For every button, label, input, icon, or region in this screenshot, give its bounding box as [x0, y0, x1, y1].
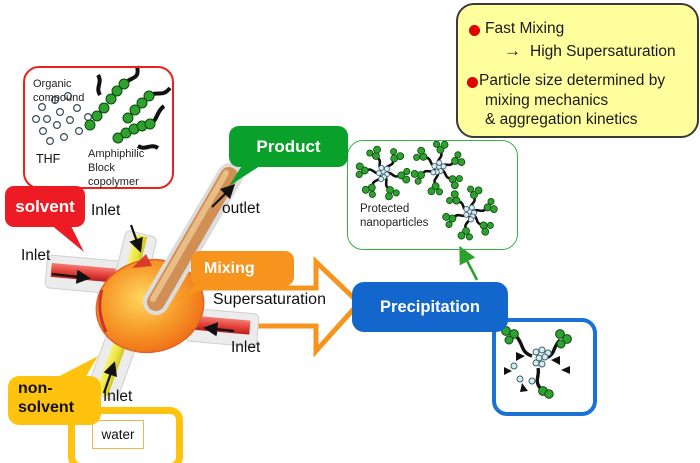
organic-compound-dots: [31, 91, 92, 146]
arrow-right-icon: →: [504, 41, 521, 60]
flow-arrow-left-inlet: [51, 269, 91, 284]
block-copolymer-chains: [84, 65, 172, 150]
vortex-mixer: [44, 163, 260, 401]
inlet-left-label: Inlet: [21, 247, 51, 264]
reagent-box: [23, 66, 174, 189]
key-points-box: Fast Mixing → High Supersaturation Parti…: [456, 3, 699, 138]
inlet-bottom-label: Inlet: [103, 388, 133, 405]
forming-nanoparticle-artwork: [501, 326, 572, 399]
water-label: water: [101, 427, 135, 442]
key-point-particle-size-2: mixing mechanics: [485, 92, 609, 109]
flow-arrow-bottom-inlet: [102, 361, 118, 394]
key-point-fast-mixing: Fast Mixing: [485, 20, 565, 37]
nonsolvent-line1: non-: [18, 380, 53, 397]
flow-arrow-right-inlet: [203, 322, 235, 337]
outlet-label: outlet: [222, 200, 260, 217]
key-point-high-supersaturation: High Supersaturation: [530, 43, 676, 60]
protected-nanoparticles-box: [347, 140, 518, 250]
key-point-particle-size-3: & aggregation kinetics: [485, 111, 638, 128]
mixing-bubble-tail: [173, 284, 216, 303]
bullet-icon: [469, 25, 480, 36]
nonsolvent-line2: solvent: [18, 399, 75, 417]
flow-arrows: [51, 183, 236, 394]
reagent-artwork: [31, 65, 172, 150]
supersaturation-label: Supersaturation: [213, 291, 326, 308]
forming-nanoparticle-box: [492, 318, 597, 416]
inlet-top-label: Inlet: [91, 202, 121, 219]
water-callout-box: [68, 407, 183, 463]
nonsolvent-bubble[interactable]: non- solvent: [8, 376, 101, 425]
flow-arrow-outlet: [211, 183, 236, 208]
protected-nanoparticles-label: Protected nanoparticles: [360, 203, 429, 230]
precipitation-step[interactable]: Precipitation: [352, 282, 508, 332]
product-bubble[interactable]: Product: [229, 126, 348, 167]
bullet-icon: [467, 77, 478, 88]
key-point-particle-size-1: Particle size determined by: [479, 72, 666, 89]
flow-arrow-top-inlet: [129, 224, 143, 253]
copolymer-label: Amphiphilic Block copolymer: [88, 148, 145, 188]
thf-label: THF: [36, 152, 61, 166]
solvent-bubble-tail: [50, 224, 84, 252]
mixing-bubble[interactable]: Mixing: [191, 251, 294, 286]
water-label-box: water: [92, 420, 144, 449]
organic-compound-label: Organic compound: [33, 78, 85, 104]
aggregation-arrowheads: [504, 352, 570, 392]
inlet-right-label: Inlet: [231, 339, 261, 356]
product-bubble-tail: [229, 164, 263, 186]
precipitation-to-product-arrow: [459, 245, 479, 281]
solvent-bubble[interactable]: solvent: [5, 186, 85, 227]
